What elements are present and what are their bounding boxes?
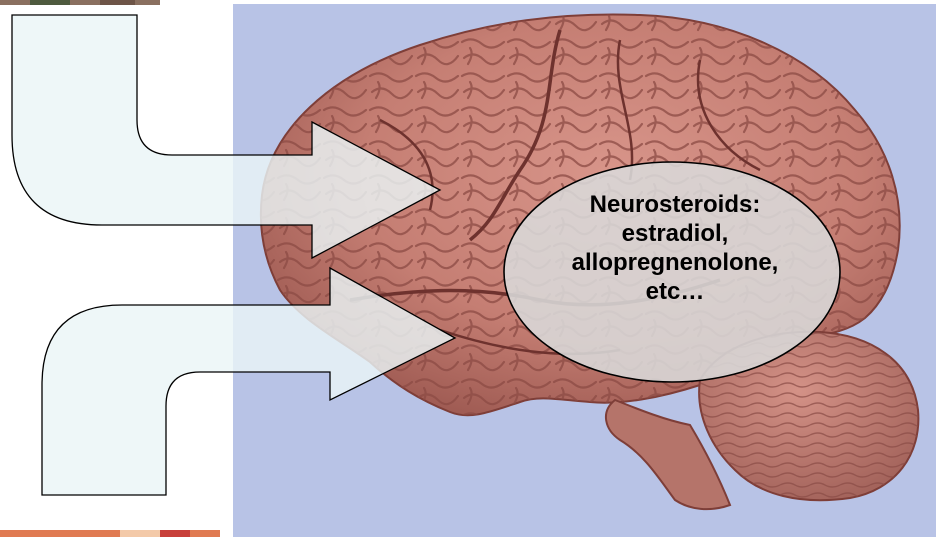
top-left-photo-strip <box>0 0 160 5</box>
callout-line-4: etc… <box>505 277 845 306</box>
bottom-left-photo-strip <box>0 530 220 537</box>
callout-line-1: Neurosteroids: <box>505 190 845 219</box>
callout-text: Neurosteroids: estradiol, allopregnenolo… <box>505 190 845 306</box>
callout-line-2: estradiol, <box>505 219 845 248</box>
callout-line-3: allopregnenolone, <box>505 248 845 277</box>
